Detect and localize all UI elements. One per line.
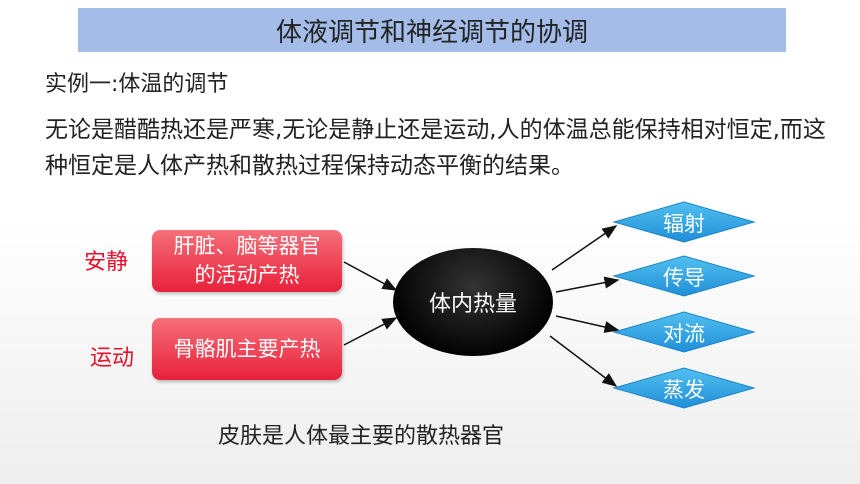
output-convection-label: 对流 xyxy=(663,322,705,346)
title-bar: 体液调节和神经调节的协调 xyxy=(78,8,786,52)
arrow-center-to-radiation xyxy=(551,225,618,271)
arrow-rest-to-center xyxy=(343,261,398,291)
exercise-heat-source-box: 骨骼肌主要产热 xyxy=(152,318,342,380)
page-title: 体液调节和神经调节的协调 xyxy=(275,17,588,48)
arrow-center-to-convection xyxy=(555,315,620,333)
exercise-label: 运动 xyxy=(90,346,135,371)
diamond-radiation xyxy=(612,201,756,243)
body-heat-text: 体内热量 xyxy=(428,292,517,317)
body-heat-oval: 体内热量 xyxy=(393,248,553,356)
arrow-center-to-conduction xyxy=(555,276,620,293)
caption: 皮肤是人体最主要的散热器官 xyxy=(218,424,505,449)
output-conduction-label: 传导 xyxy=(663,266,705,290)
output-radiation-label: 辐射 xyxy=(663,212,705,236)
diamond-conduction xyxy=(612,255,756,297)
diamond-convection xyxy=(612,311,756,353)
arrow-exercise-to-center xyxy=(343,317,398,346)
exercise-heat-source-text: 骨骼肌主要产热 xyxy=(173,336,321,361)
rest-heat-source-text: 肝脏、脑等器官的活动产热 xyxy=(173,234,321,287)
rest-heat-source-box: 肝脏、脑等器官的活动产热 xyxy=(152,230,342,292)
rest-label: 安静 xyxy=(84,250,129,275)
diamond-evaporation xyxy=(612,367,756,409)
subtitle: 实例一:体温的调节 xyxy=(45,72,229,97)
output-evaporation-label: 蒸发 xyxy=(663,378,705,402)
arrow-center-to-evaporation xyxy=(549,335,618,387)
paragraph: 无论是醋酷热还是严寒,无论是静止还是运动,人的体温总能保持相对恒定,而这种恒定是… xyxy=(45,117,826,179)
